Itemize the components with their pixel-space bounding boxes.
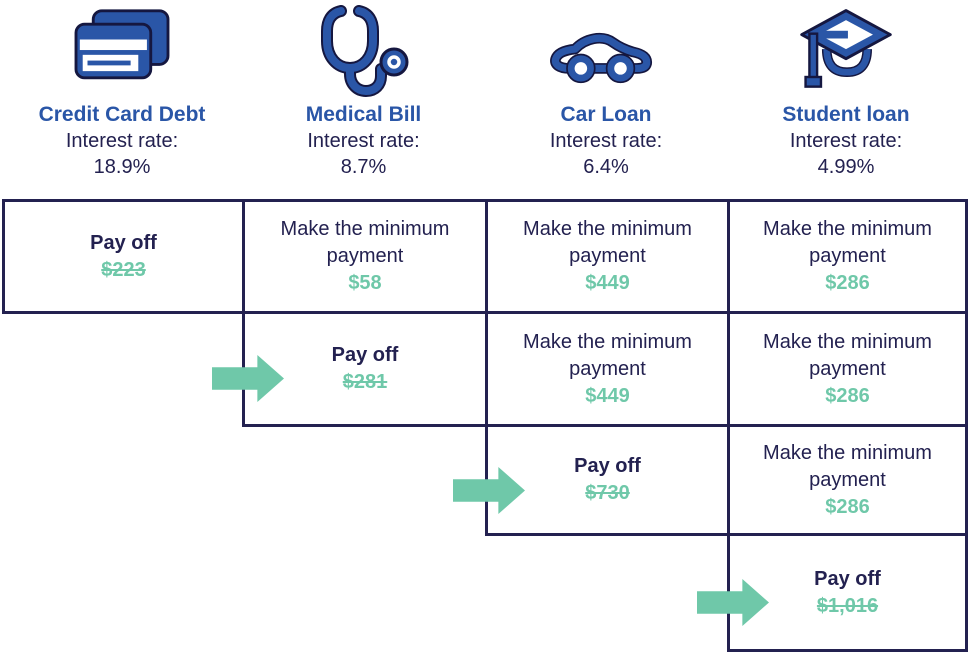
cell-minimum-student-r2: Make the minimum payment $286 [727, 311, 968, 427]
graduation-cap-icon [800, 9, 892, 88]
cell-minimum-car-r2: Make the minimum payment $449 [485, 311, 730, 427]
cell-action: Make the minimum payment [280, 218, 450, 267]
icon-box [2, 0, 242, 102]
cell-amount: $281 [342, 371, 388, 393]
cell-amount: $286 [825, 272, 870, 294]
cell-action: Pay off [331, 344, 399, 366]
cell-amount: $730 [585, 482, 630, 504]
interest-rate-value: 4.99% [817, 156, 875, 178]
interest-rate-label: Interest rate: [65, 130, 179, 152]
cell-minimum-student-r1: Make the minimum payment $286 [727, 199, 968, 314]
cell-amount: $223 [101, 258, 146, 281]
interest-rate-label: Interest rate: [549, 130, 663, 152]
cell-action: Make the minimum payment [763, 330, 932, 380]
cell-amount: $449 [585, 384, 630, 407]
cell-amount: $1,016 [816, 594, 879, 617]
cell-action: Pay off [814, 567, 881, 590]
cell-payoff-car: Pay off $730 [485, 424, 730, 536]
credit-card-icon [74, 9, 170, 80]
cell-payoff-medical: Pay off $281 [242, 311, 488, 427]
column-title: Medical Bill [305, 103, 422, 126]
interest-rate-value: 6.4% [583, 156, 629, 178]
cell-amount: $286 [825, 384, 870, 407]
interest-rate-value: 18.9% [93, 156, 151, 178]
cell-amount: $286 [825, 495, 870, 518]
interest-rate-label: Interest rate: [789, 130, 903, 152]
interest-rate-label: Interest rate: [307, 130, 420, 152]
column-title: Car Loan [560, 103, 652, 126]
interest-rate-value: 8.7% [340, 156, 387, 178]
icon-box [242, 0, 485, 102]
cell-payoff-student: Pay off $1,016 [727, 533, 968, 652]
icon-box [485, 0, 727, 102]
cell-minimum-car-r1: Make the minimum payment $449 [485, 199, 730, 314]
cell-action: Make the minimum payment [523, 330, 692, 380]
column-title: Student loan [782, 103, 910, 126]
cell-action: Pay off [90, 231, 157, 254]
icon-box [727, 0, 965, 102]
column-header-car-loan: Car Loan Interest rate: 6.4% [485, 0, 727, 198]
column-header-medical-bill: Medical Bill Interest rate: 8.7% [242, 0, 485, 198]
cell-action: Make the minimum payment [763, 441, 932, 491]
cell-minimum-medical-r1: Make the minimum payment $58 [242, 199, 488, 314]
car-icon [550, 32, 653, 84]
cell-action: Make the minimum payment [763, 218, 932, 267]
cell-action: Pay off [574, 455, 641, 477]
cell-minimum-student-r3: Make the minimum payment $286 [727, 424, 968, 536]
cell-action: Make the minimum payment [523, 218, 692, 267]
cell-payoff-credit-card: Pay off $223 [2, 199, 245, 314]
column-header-credit-card: Credit Card Debt Interest rate: 18.9% [2, 0, 242, 198]
cell-amount: $58 [348, 272, 382, 294]
stethoscope-icon [320, 5, 408, 97]
cell-amount: $449 [585, 272, 630, 294]
column-header-student-loan: Student loan Interest rate: 4.99% [727, 0, 965, 198]
column-title: Credit Card Debt [38, 103, 206, 126]
